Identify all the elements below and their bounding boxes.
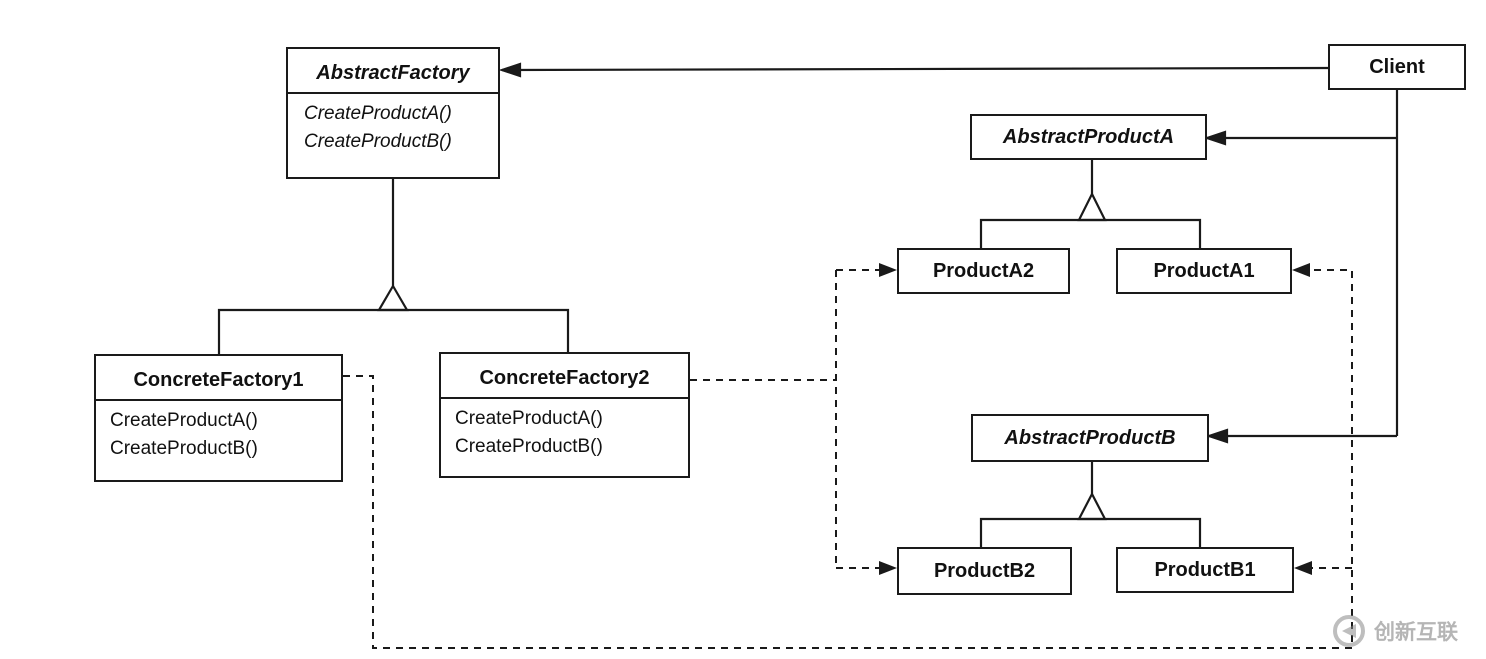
abstract-product-b-name: AbstractProductB <box>1004 427 1176 449</box>
abstract-product-b-class: AbstractProductB <box>971 414 1209 462</box>
product-a-inheritance-branches <box>979 218 1202 248</box>
client-to-abstract-product-a-arrowhead <box>1203 130 1227 146</box>
client-to-abstract-factory-arrowhead <box>498 62 522 78</box>
product-b1-name: ProductB1 <box>1154 559 1256 581</box>
product-a1-dependency-arrowhead <box>1292 263 1310 277</box>
product-b2-class: ProductB2 <box>897 547 1072 595</box>
client-to-abstract-product-b-arrowhead <box>1205 428 1229 444</box>
product-b-inheritance-triangle <box>1077 491 1107 521</box>
product-b1-class: ProductB1 <box>1116 547 1294 593</box>
product-b-inheritance-branches <box>979 517 1202 548</box>
factory1-dependency-line <box>343 269 1353 649</box>
concrete-factory-2-separator <box>441 397 688 399</box>
concrete-factory-1-separator <box>96 399 341 401</box>
product-a1-class: ProductA1 <box>1116 248 1292 294</box>
product-a-inheritance-triangle <box>1077 191 1107 222</box>
product-a2-name: ProductA2 <box>932 260 1035 282</box>
client-name: Client <box>1369 56 1425 78</box>
product-b2-name: ProductB2 <box>933 560 1036 582</box>
product-a2-dependency-arrowhead <box>879 263 897 277</box>
abstract-product-a-class: AbstractProductA <box>970 114 1207 160</box>
client-class: Client <box>1328 44 1466 90</box>
concrete-factory-2-operations: CreateProductA() CreateProductB() <box>441 399 688 461</box>
concrete-factory-2-op-create-product-a: CreateProductA() <box>455 408 603 429</box>
product-a1-name: ProductA1 <box>1153 260 1255 282</box>
concrete-factory-1-class: ConcreteFactory1 CreateProductA() Create… <box>94 354 343 482</box>
abstract-product-a-name: AbstractProductA <box>1002 126 1175 148</box>
concrete-factory-1-name: ConcreteFactory1 <box>133 369 304 391</box>
concrete-factory-2-name: ConcreteFactory2 <box>479 367 650 389</box>
abstract-factory-class: AbstractFactory CreateProductA() CreateP… <box>286 47 500 179</box>
product-b2-dependency-arrowhead <box>879 561 897 575</box>
product-a2-class: ProductA2 <box>897 248 1070 294</box>
concrete-factory-2-class: ConcreteFactory2 CreateProductA() Create… <box>439 352 690 478</box>
factory-inheritance-branches <box>217 308 570 354</box>
factory-inheritance-triangle <box>377 283 409 312</box>
abstract-factory-separator <box>288 92 498 94</box>
product-b1-dependency-arrowhead <box>1294 561 1312 575</box>
abstract-factory-op-create-product-b: CreateProductB() <box>304 131 452 152</box>
client-to-abstract-factory-line <box>501 66 1329 72</box>
abstract-factory-name: AbstractFactory <box>316 62 470 84</box>
watermark: 创新互联 <box>1332 609 1482 653</box>
abstract-factory-operations: CreateProductA() CreateProductB() <box>288 94 498 156</box>
abstract-factory-op-create-product-a: CreateProductA() <box>304 103 452 124</box>
concrete-factory-1-operations: CreateProductA() CreateProductB() <box>96 401 341 463</box>
concrete-factory-2-op-create-product-b: CreateProductB() <box>455 436 603 457</box>
concrete-factory-1-op-create-product-b: CreateProductB() <box>110 438 258 459</box>
concrete-factory-1-op-create-product-a: CreateProductA() <box>110 410 258 431</box>
watermark-text: 创新互联 <box>1374 620 1458 644</box>
watermark-logo-icon <box>1333 615 1365 647</box>
